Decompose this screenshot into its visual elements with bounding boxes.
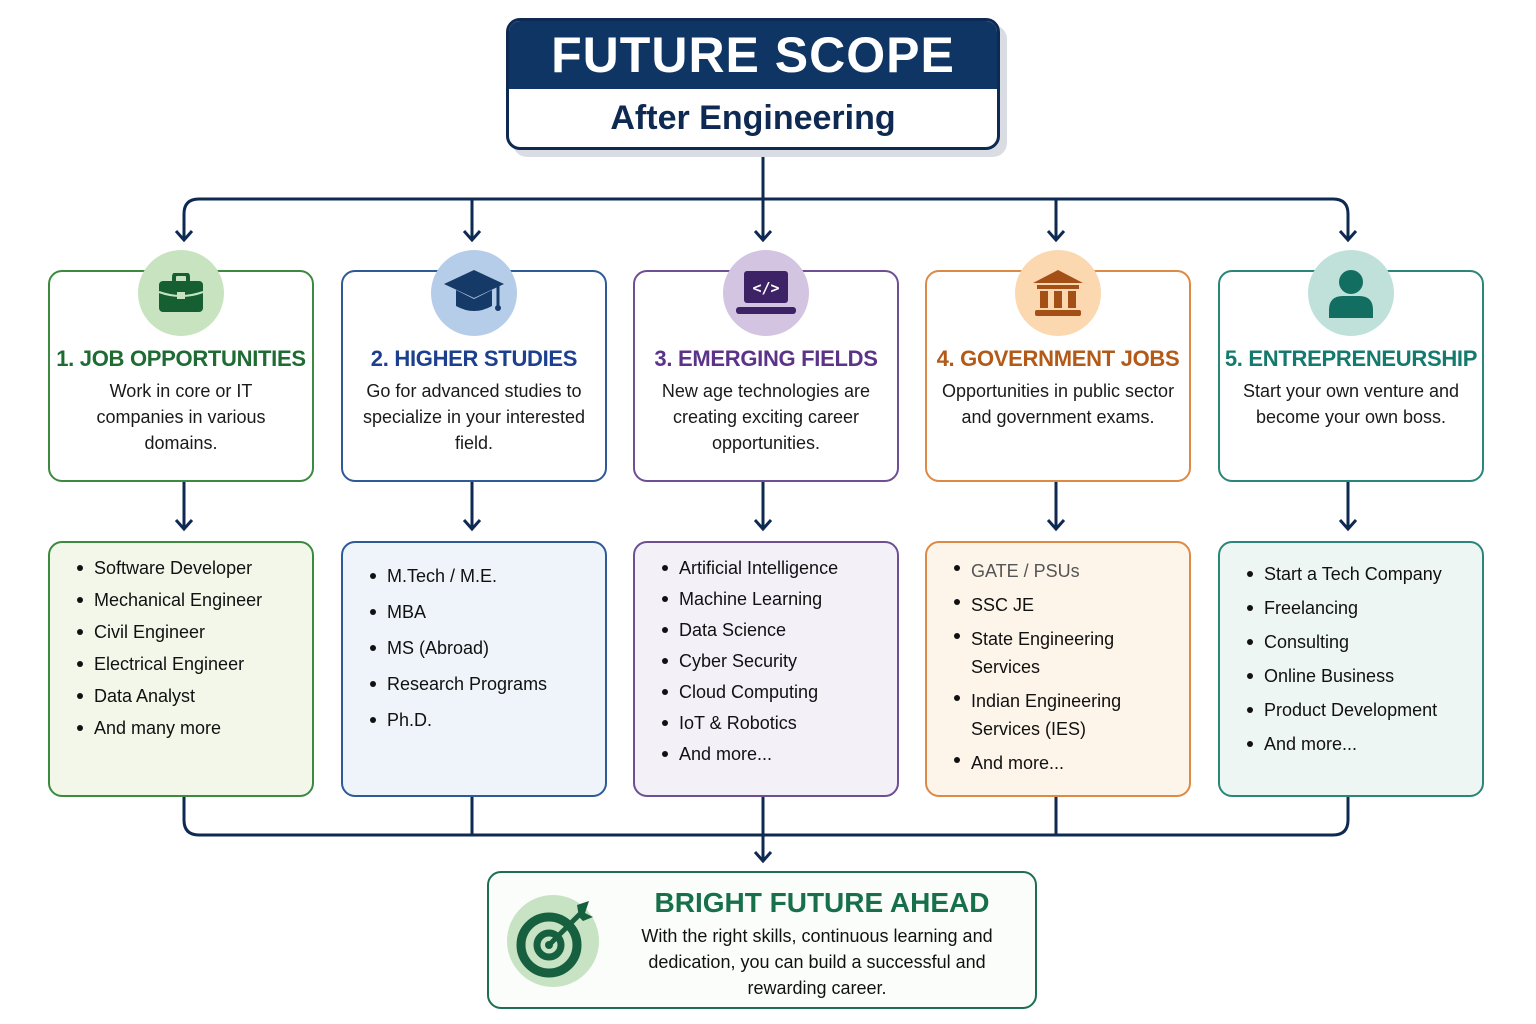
government-building-icon [1015,250,1101,336]
bottom-merge-line [182,797,1350,837]
target-icon [507,895,599,987]
subtitle: After Engineering [610,98,896,137]
list-item: Artificial Intelligence [659,557,887,579]
list-item: Consulting [1244,631,1472,653]
list-item: Data Analyst [74,685,302,707]
list-item: State Engineering Services [951,625,1179,681]
list-item: And more... [659,743,887,765]
list-item: IoT & Robotics [659,712,887,734]
list-item: Product Development [1244,699,1472,721]
person-icon [1308,250,1394,336]
list-item: GATE / PSUs [951,557,1179,585]
list-item: Cyber Security [659,650,887,672]
svg-text:</>: </> [752,279,779,297]
list-item: Cloud Computing [659,681,887,703]
category-title: 2. HIGHER STUDIES [370,346,578,371]
top-branch-line [182,197,1350,238]
category-description: Opportunities in public sector and gover… [941,381,1175,427]
category-description: Work in core or IT companies in various … [96,381,266,453]
list-item: Mechanical Engineer [74,589,302,611]
category-title: 4. GOVERNMENT JOBS [936,346,1180,371]
list-item: Start a Tech Company [1244,563,1472,585]
list-item: SSC JE [951,591,1179,619]
list-item: And more... [1244,733,1472,755]
list-item: Data Science [659,619,887,641]
list-item: Online Business [1244,665,1472,687]
category-title: 1. JOB OPPORTUNITIES [56,346,306,371]
briefcase-icon [138,250,224,336]
footer-title: BRIGHT FUTURE AHEAD [654,887,990,918]
category-title: 5. ENTREPRENEURSHIP [1224,346,1478,371]
list-item: Civil Engineer [74,621,302,643]
laptop-code-icon: </> [723,250,809,336]
list-item: Electrical Engineer [74,653,302,675]
list-item: And more... [951,749,1179,777]
list-item: MBA [367,601,595,623]
bright-future-box: BRIGHT FUTURE AHEAD With the right skill… [487,871,1037,1009]
category-description: New age technologies are creating exciti… [661,381,871,453]
list-item: Freelancing [1244,597,1472,619]
category-title: 3. EMERGING FIELDS [654,346,878,371]
list-item: Machine Learning [659,588,887,610]
arrow-icon [174,230,1358,243]
list-item: Software Developer [74,557,302,579]
main-title: FUTURE SCOPE [509,21,997,89]
category-description: Start your own venture and become your o… [1242,381,1460,427]
list-item: And many more [74,717,302,739]
category-description: Go for advanced studies to specialize in… [362,381,586,453]
footer-text: With the right skills, continuous learni… [641,926,993,998]
list-item: M.Tech / M.E. [367,565,595,587]
list-item: Indian Engineering Services (IES) [951,687,1179,743]
list-item: Ph.D. [367,709,595,731]
title-banner: FUTURE SCOPE After Engineering [506,18,1000,150]
category-list: M.Tech / M.E. MBA MS (Abroad) Research Prog… [341,541,607,797]
graduation-cap-icon [431,250,517,336]
list-item: MS (Abroad) [367,637,595,659]
list-item: Research Programs [367,673,595,695]
